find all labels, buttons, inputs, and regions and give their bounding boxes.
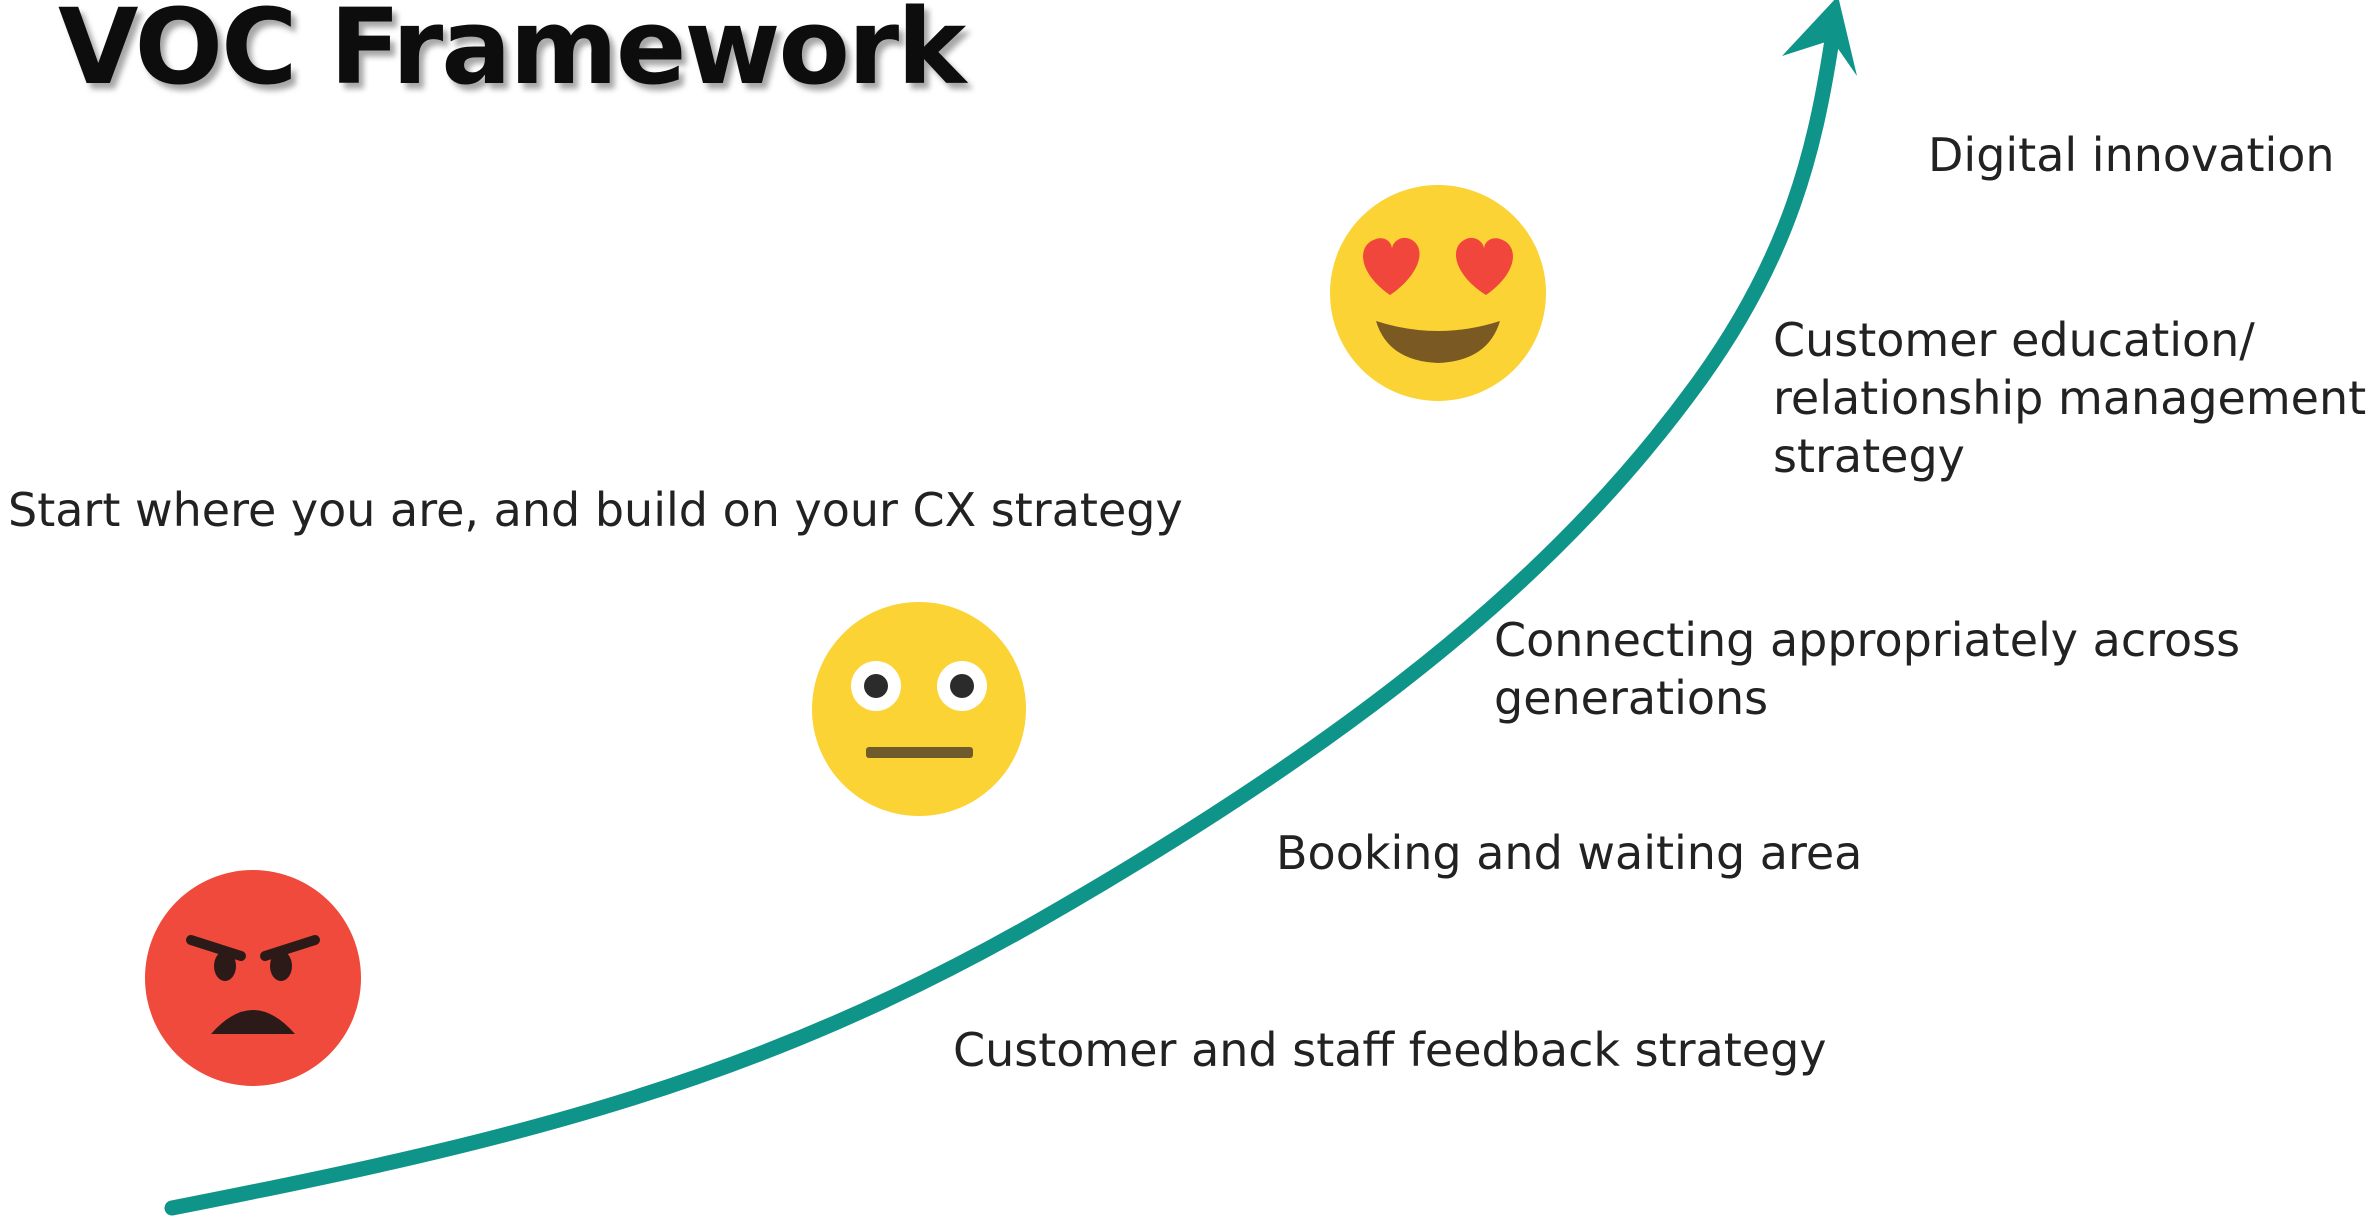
- angry-face-icon: [145, 870, 361, 1086]
- step-connecting-generations: Connecting appropriately across generati…: [1494, 611, 2240, 727]
- subtitle: Start where you are, and build on your C…: [8, 483, 1183, 537]
- step-connecting-line: Connecting appropriately across: [1494, 613, 2241, 667]
- step-customer-education-line: relationship management: [1773, 371, 2367, 425]
- neutral-face-icon: [812, 602, 1026, 816]
- growth-curve: [164, 32, 1840, 1216]
- step-feedback-strategy: Customer and staff feedback strategy: [953, 1023, 1827, 1077]
- step-customer-education-line: strategy: [1773, 429, 1965, 483]
- slide-title: VOC Framework: [58, 0, 966, 108]
- step-customer-education: Customer education/ relationship managem…: [1773, 311, 2366, 485]
- step-digital-innovation: Digital innovation: [1928, 128, 2335, 182]
- step-customer-education-line: Customer education/: [1773, 313, 2255, 367]
- heart-eyes-face-icon: [1330, 185, 1546, 401]
- step-booking-waiting: Booking and waiting area: [1276, 826, 1863, 880]
- arrow-head: [1782, 0, 1857, 76]
- step-connecting-line: generations: [1494, 671, 1769, 725]
